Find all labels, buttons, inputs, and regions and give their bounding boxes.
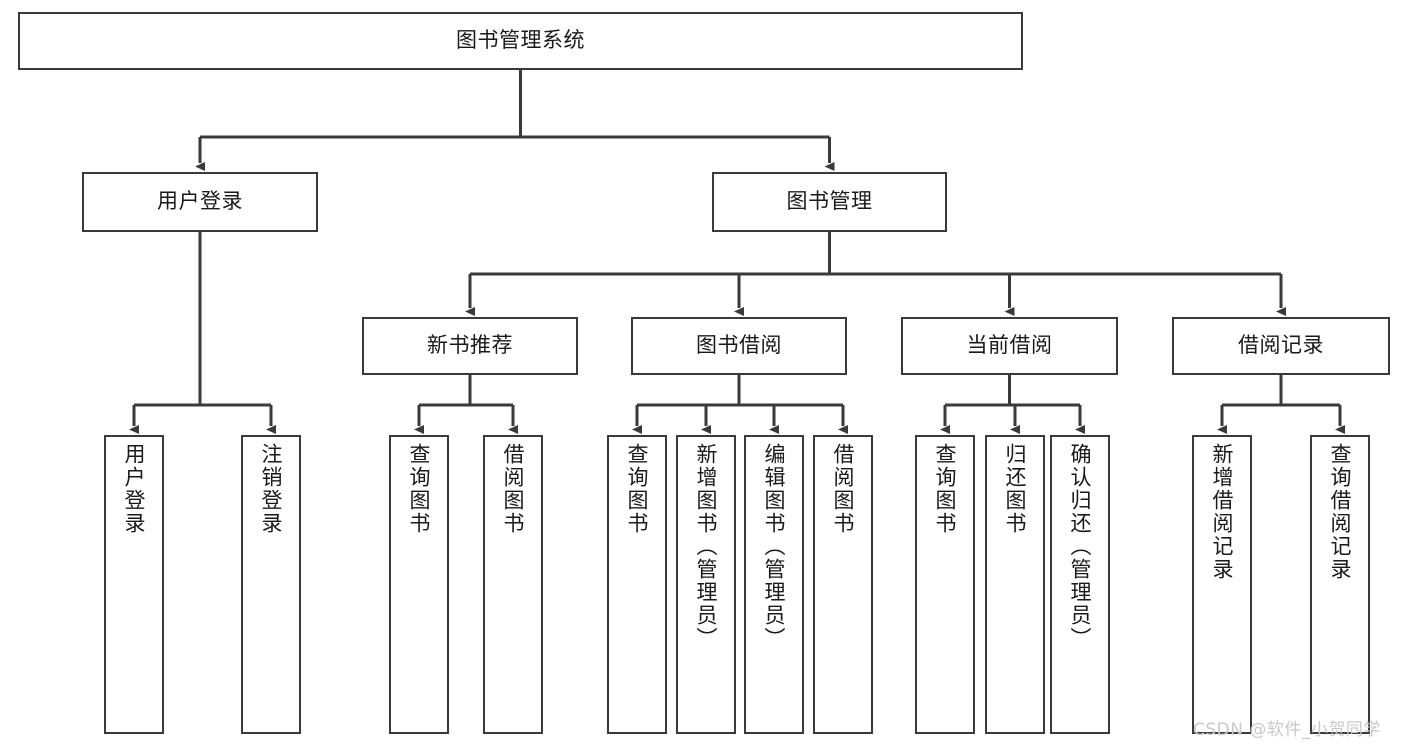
node-user-login[interactable]: 用户登录 [82,172,318,232]
node-leaf-edit-book-label: 编辑图书（管理员） [762,443,787,650]
node-leaf-user-login-label: 用户登录 [122,443,147,535]
node-leaf-logout[interactable]: 注销登录 [241,435,301,734]
node-leaf-query-book-1[interactable]: 查询图书 [389,435,449,734]
node-root[interactable]: 图书管理系统 [18,12,1023,70]
node-borrow-record-label: 借阅记录 [1238,333,1324,358]
node-leaf-query-book-3[interactable]: 查询图书 [915,435,975,734]
csdn-watermark: CSDN @软件_小贺同学 [1193,720,1381,740]
node-leaf-query-record[interactable]: 查询借阅记录 [1310,435,1370,734]
node-leaf-user-login[interactable]: 用户登录 [104,435,164,734]
node-borrow-record[interactable]: 借阅记录 [1172,317,1390,375]
node-book-borrow[interactable]: 图书借阅 [631,317,847,375]
node-leaf-return-book[interactable]: 归还图书 [985,435,1045,734]
node-current-borrow-label: 当前借阅 [966,333,1053,358]
node-new-book-recommend[interactable]: 新书推荐 [362,317,578,375]
node-leaf-borrow-book-1[interactable]: 借阅图书 [483,435,543,734]
node-leaf-borrow-book-2-label: 借阅图书 [831,443,856,535]
node-leaf-add-book-label: 新增图书（管理员） [694,443,719,650]
node-leaf-add-record[interactable]: 新增借阅记录 [1192,435,1252,734]
node-book-manage-label: 图书管理 [786,189,873,214]
node-leaf-query-book-2[interactable]: 查询图书 [607,435,667,734]
node-book-manage[interactable]: 图书管理 [712,172,947,232]
node-user-login-label: 用户登录 [157,189,243,214]
node-leaf-confirm-return[interactable]: 确认归还（管理员） [1050,435,1110,734]
node-leaf-confirm-return-label: 确认归还（管理员） [1068,443,1093,650]
node-leaf-query-book-3-label: 查询图书 [933,443,958,535]
node-leaf-add-book[interactable]: 新增图书（管理员） [676,435,736,734]
node-leaf-borrow-book-1-label: 借阅图书 [501,443,526,535]
node-leaf-query-book-2-label: 查询图书 [625,443,650,535]
node-leaf-query-record-label: 查询借阅记录 [1328,443,1353,581]
node-leaf-return-book-label: 归还图书 [1003,443,1028,535]
node-root-label: 图书管理系统 [456,28,585,53]
node-new-book-recommend-label: 新书推荐 [427,333,513,358]
node-leaf-borrow-book-2[interactable]: 借阅图书 [813,435,873,734]
node-book-borrow-label: 图书借阅 [696,333,782,358]
node-leaf-query-book-1-label: 查询图书 [407,443,432,535]
node-leaf-add-record-label: 新增借阅记录 [1210,443,1235,581]
node-current-borrow[interactable]: 当前借阅 [901,317,1118,375]
node-leaf-logout-label: 注销登录 [259,443,284,535]
node-leaf-edit-book[interactable]: 编辑图书（管理员） [744,435,804,734]
